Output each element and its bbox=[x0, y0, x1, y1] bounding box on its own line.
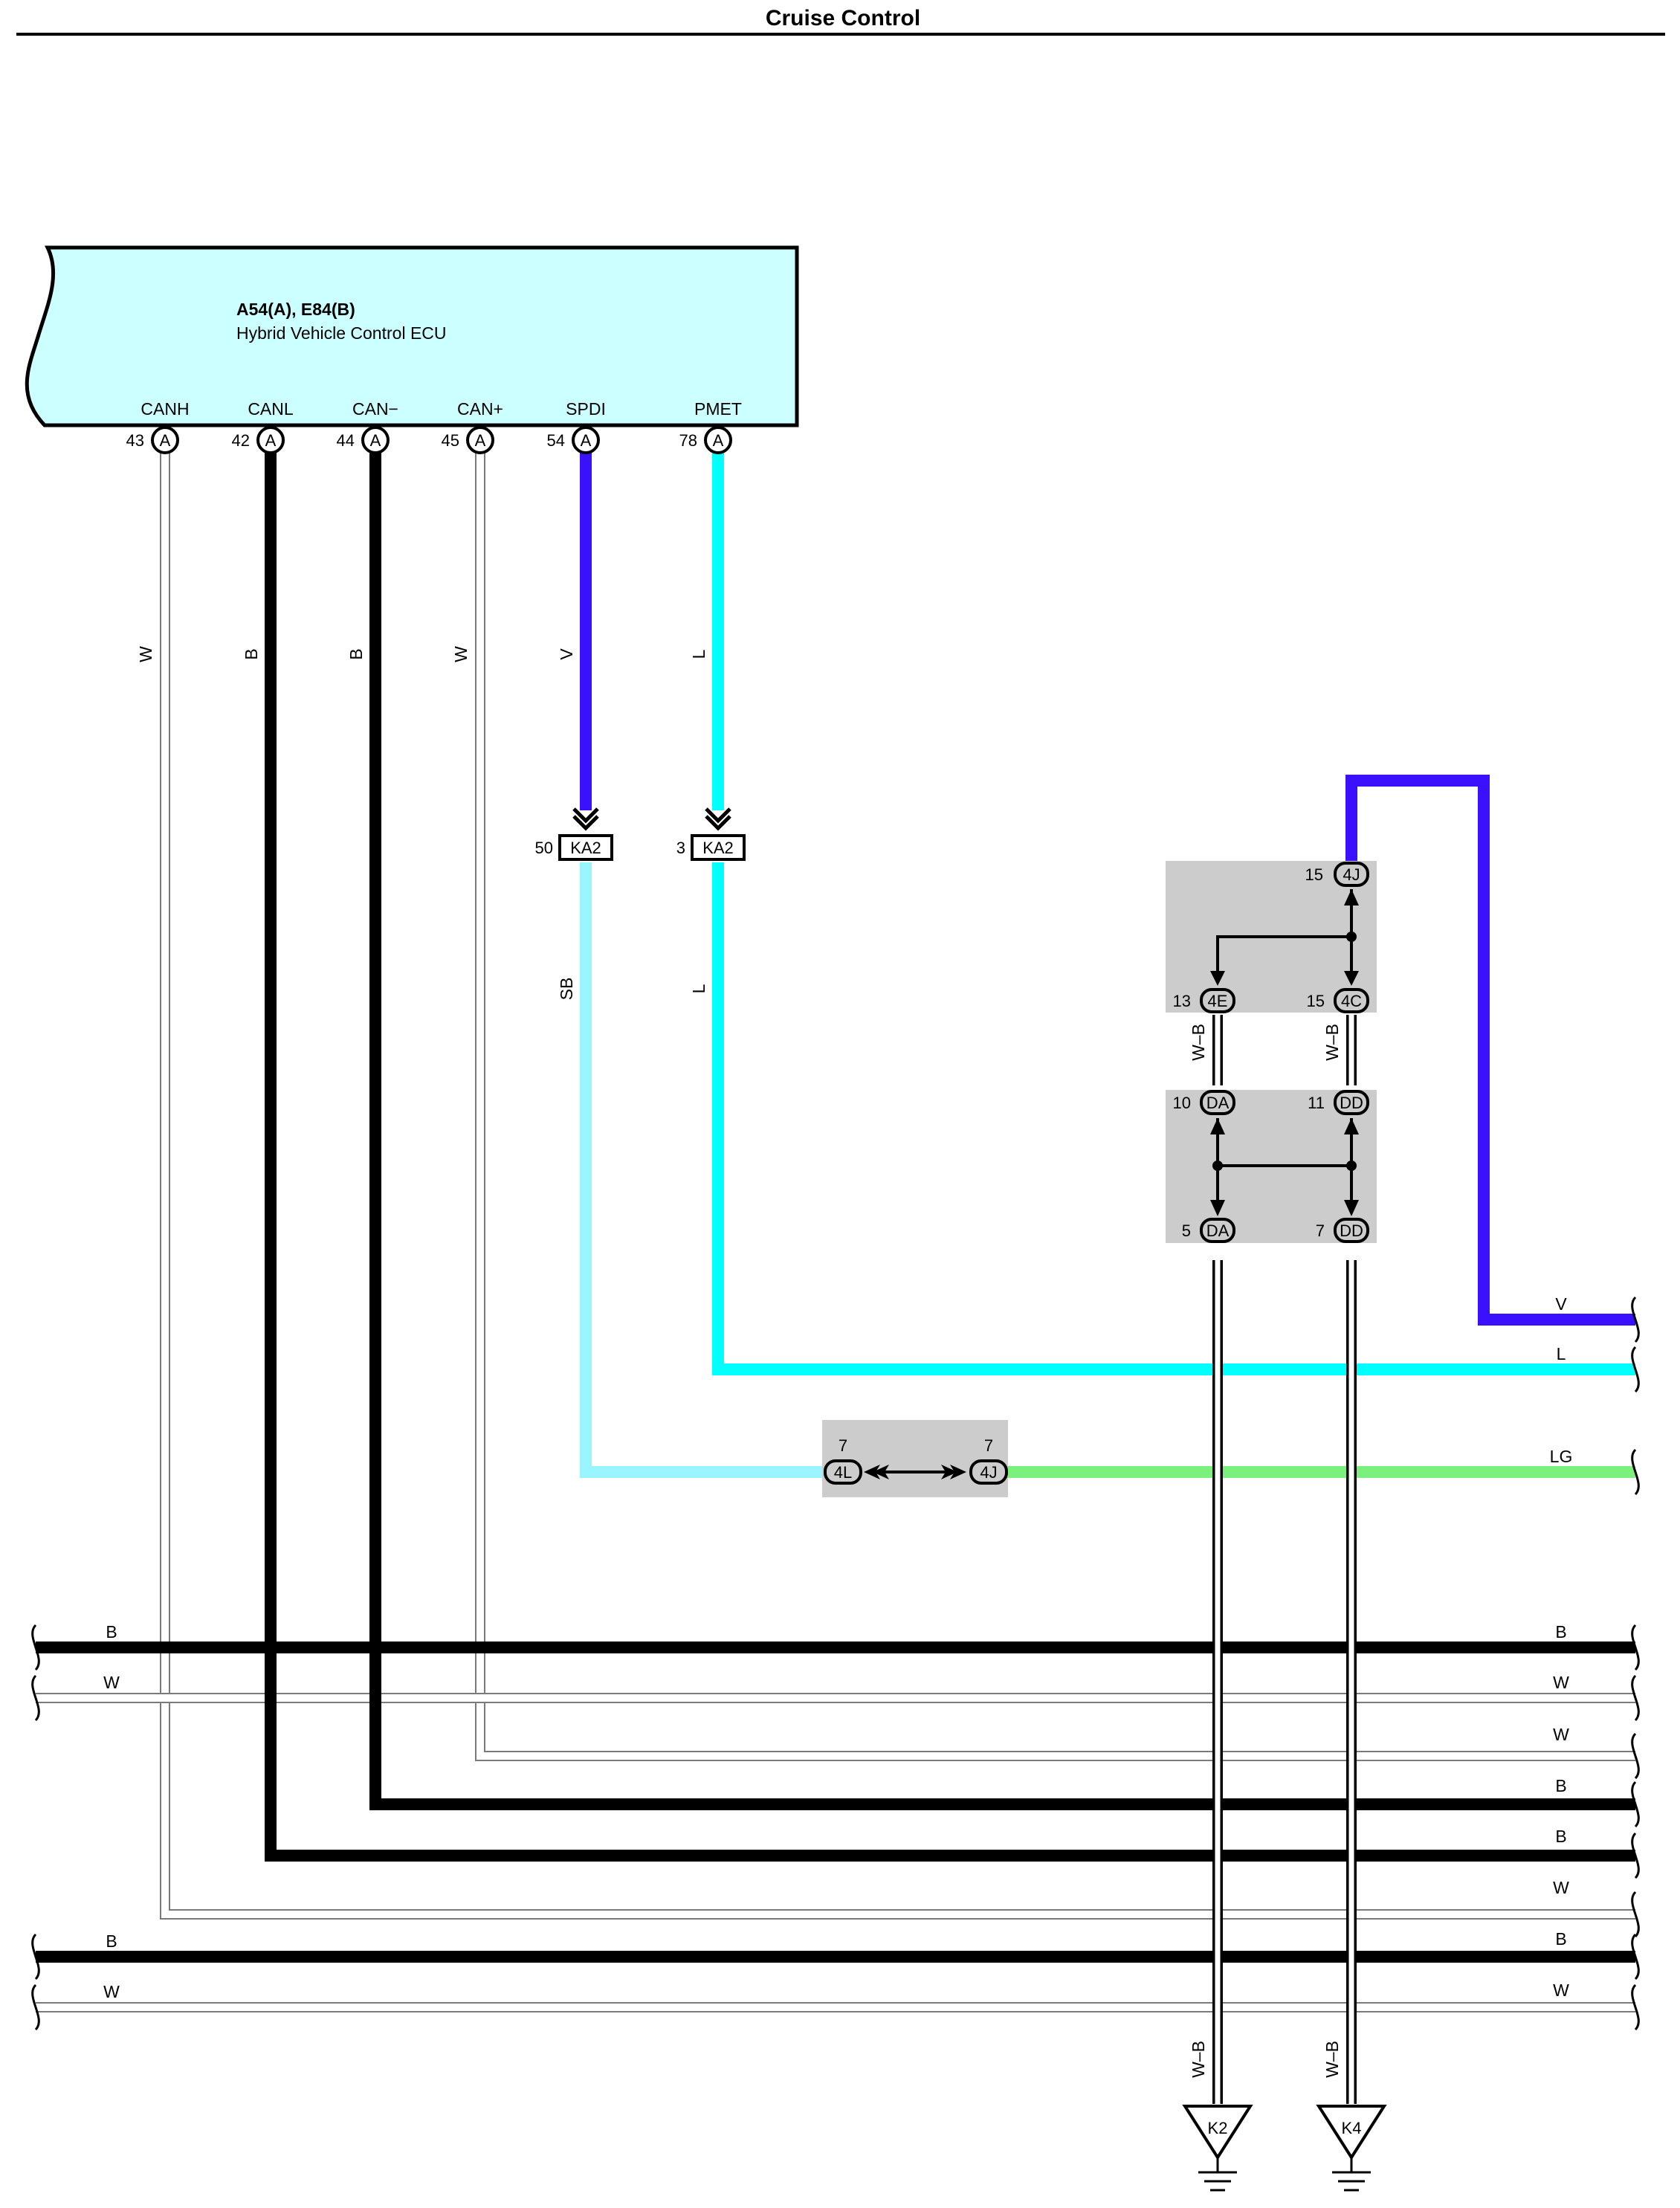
right-wire-label: W bbox=[1553, 1981, 1569, 2000]
connector-4e: 4E bbox=[1208, 992, 1228, 1010]
pin-number: 3 bbox=[676, 839, 685, 857]
connector-4c: 4C bbox=[1341, 992, 1362, 1010]
junction-block-mid bbox=[1166, 1090, 1377, 1243]
wire-label: L bbox=[689, 649, 708, 659]
terminal-canl: CANL bbox=[248, 399, 294, 419]
wire-canh bbox=[160, 450, 1635, 1920]
pin-connector: A bbox=[713, 431, 724, 450]
wire-pmet bbox=[712, 450, 1635, 1375]
wire-label: V bbox=[557, 648, 576, 660]
left-wire-label: W bbox=[103, 1673, 120, 1692]
wire-can-plus bbox=[475, 450, 1635, 1761]
pin-number: 54 bbox=[547, 431, 565, 450]
pin-number: 7 bbox=[839, 1436, 847, 1455]
ecu-pins bbox=[151, 426, 732, 454]
pin-number: 15 bbox=[1305, 865, 1323, 884]
terminal-spdi: SPDI bbox=[566, 399, 606, 419]
junction-block-top bbox=[1166, 861, 1377, 1013]
right-wire-label: V bbox=[1555, 1294, 1567, 1314]
pin-number: 50 bbox=[535, 839, 553, 857]
connector-dd-11: DD bbox=[1340, 1094, 1363, 1112]
pin-number: 42 bbox=[232, 431, 250, 450]
right-break-symbols bbox=[1631, 1296, 1640, 2031]
pin-connector: A bbox=[581, 431, 592, 450]
wire-label: B bbox=[346, 648, 366, 659]
left-wire-label: W bbox=[103, 1982, 120, 2001]
connector-4j-top: 4J bbox=[1343, 865, 1360, 884]
left-wire-label: B bbox=[106, 1622, 117, 1642]
ka2-connector-50: KA2 50 bbox=[535, 834, 613, 861]
ka2-connector-3: KA2 3 bbox=[676, 834, 746, 861]
connector-da-5: DA bbox=[1206, 1221, 1230, 1240]
pin-connector: A bbox=[160, 431, 171, 450]
wire-label: B bbox=[242, 648, 261, 659]
pin-connector: A bbox=[265, 431, 277, 450]
connector-4l: 4L bbox=[834, 1463, 852, 1482]
pin-number: 7 bbox=[984, 1436, 993, 1455]
wire-label: W–B bbox=[1189, 1024, 1208, 1061]
junction-block-low bbox=[822, 1420, 1008, 1497]
terminal-pmet: PMET bbox=[694, 399, 742, 419]
ground-k4-label: K4 bbox=[1342, 2119, 1362, 2137]
right-wire-label: L bbox=[1557, 1344, 1566, 1363]
page-title: Cruise Control bbox=[766, 6, 920, 30]
pin-number: 7 bbox=[1316, 1221, 1325, 1240]
connector-da-10: DA bbox=[1206, 1094, 1230, 1112]
connector-4j-low: 4J bbox=[980, 1463, 997, 1482]
wire-label: W–B bbox=[1322, 1024, 1342, 1061]
wire-label: W–B bbox=[1322, 2041, 1342, 2078]
svg-text:KA2: KA2 bbox=[702, 839, 734, 857]
right-wire-label: B bbox=[1555, 1776, 1566, 1795]
ecu-code: A54(A), E84(B) bbox=[236, 300, 355, 319]
wire-canl bbox=[265, 450, 1635, 1862]
svg-text:KA2: KA2 bbox=[570, 839, 601, 857]
wire-label: L bbox=[689, 984, 708, 993]
right-wire-label: LG bbox=[1550, 1447, 1573, 1466]
terminal-can-minus: CAN− bbox=[352, 399, 398, 419]
wire-label: W bbox=[451, 646, 471, 662]
right-wire-label: W bbox=[1553, 1673, 1569, 1692]
left-break-symbols bbox=[31, 1624, 40, 2031]
ground-k2-label: K2 bbox=[1208, 2119, 1228, 2137]
connector-dd-7: DD bbox=[1340, 1221, 1363, 1240]
terminal-can-plus: CAN+ bbox=[457, 399, 503, 419]
bus-wires bbox=[36, 1642, 1635, 2012]
right-wire-label: W bbox=[1553, 1725, 1569, 1744]
pin-connector: A bbox=[475, 431, 486, 450]
right-wire-label: B bbox=[1555, 1929, 1566, 1949]
pin-number: 45 bbox=[442, 431, 459, 450]
pin-number: 11 bbox=[1308, 1094, 1325, 1112]
wire-sb bbox=[580, 862, 834, 1478]
wire-label: W bbox=[136, 646, 155, 662]
wire-label: SB bbox=[557, 978, 576, 1001]
right-wire-label: B bbox=[1555, 1622, 1566, 1642]
ground-k2 bbox=[1182, 2105, 1253, 2192]
pin-number: 5 bbox=[1182, 1221, 1191, 1240]
terminal-canh: CANH bbox=[140, 399, 189, 419]
ground-k4 bbox=[1316, 2105, 1387, 2192]
pin-number: 10 bbox=[1173, 1094, 1191, 1112]
wire-v-right bbox=[1345, 775, 1635, 1326]
wire-label: W–B bbox=[1189, 2041, 1208, 2078]
pin-number: 44 bbox=[337, 431, 355, 450]
right-wire-label: W bbox=[1553, 1878, 1569, 1897]
ecu-box: A54(A), E84(B) Hybrid Vehicle Control EC… bbox=[25, 245, 799, 427]
pin-number: 13 bbox=[1173, 992, 1191, 1010]
pin-connector: A bbox=[370, 431, 381, 450]
pin-number: 15 bbox=[1307, 992, 1325, 1010]
pin-number: 43 bbox=[126, 431, 144, 450]
ka2-chevrons bbox=[572, 807, 731, 831]
right-wire-label: B bbox=[1555, 1827, 1566, 1846]
ecu-name: Hybrid Vehicle Control ECU bbox=[236, 323, 447, 343]
left-wire-label: B bbox=[106, 1931, 117, 1951]
pin-number: 78 bbox=[679, 431, 697, 450]
